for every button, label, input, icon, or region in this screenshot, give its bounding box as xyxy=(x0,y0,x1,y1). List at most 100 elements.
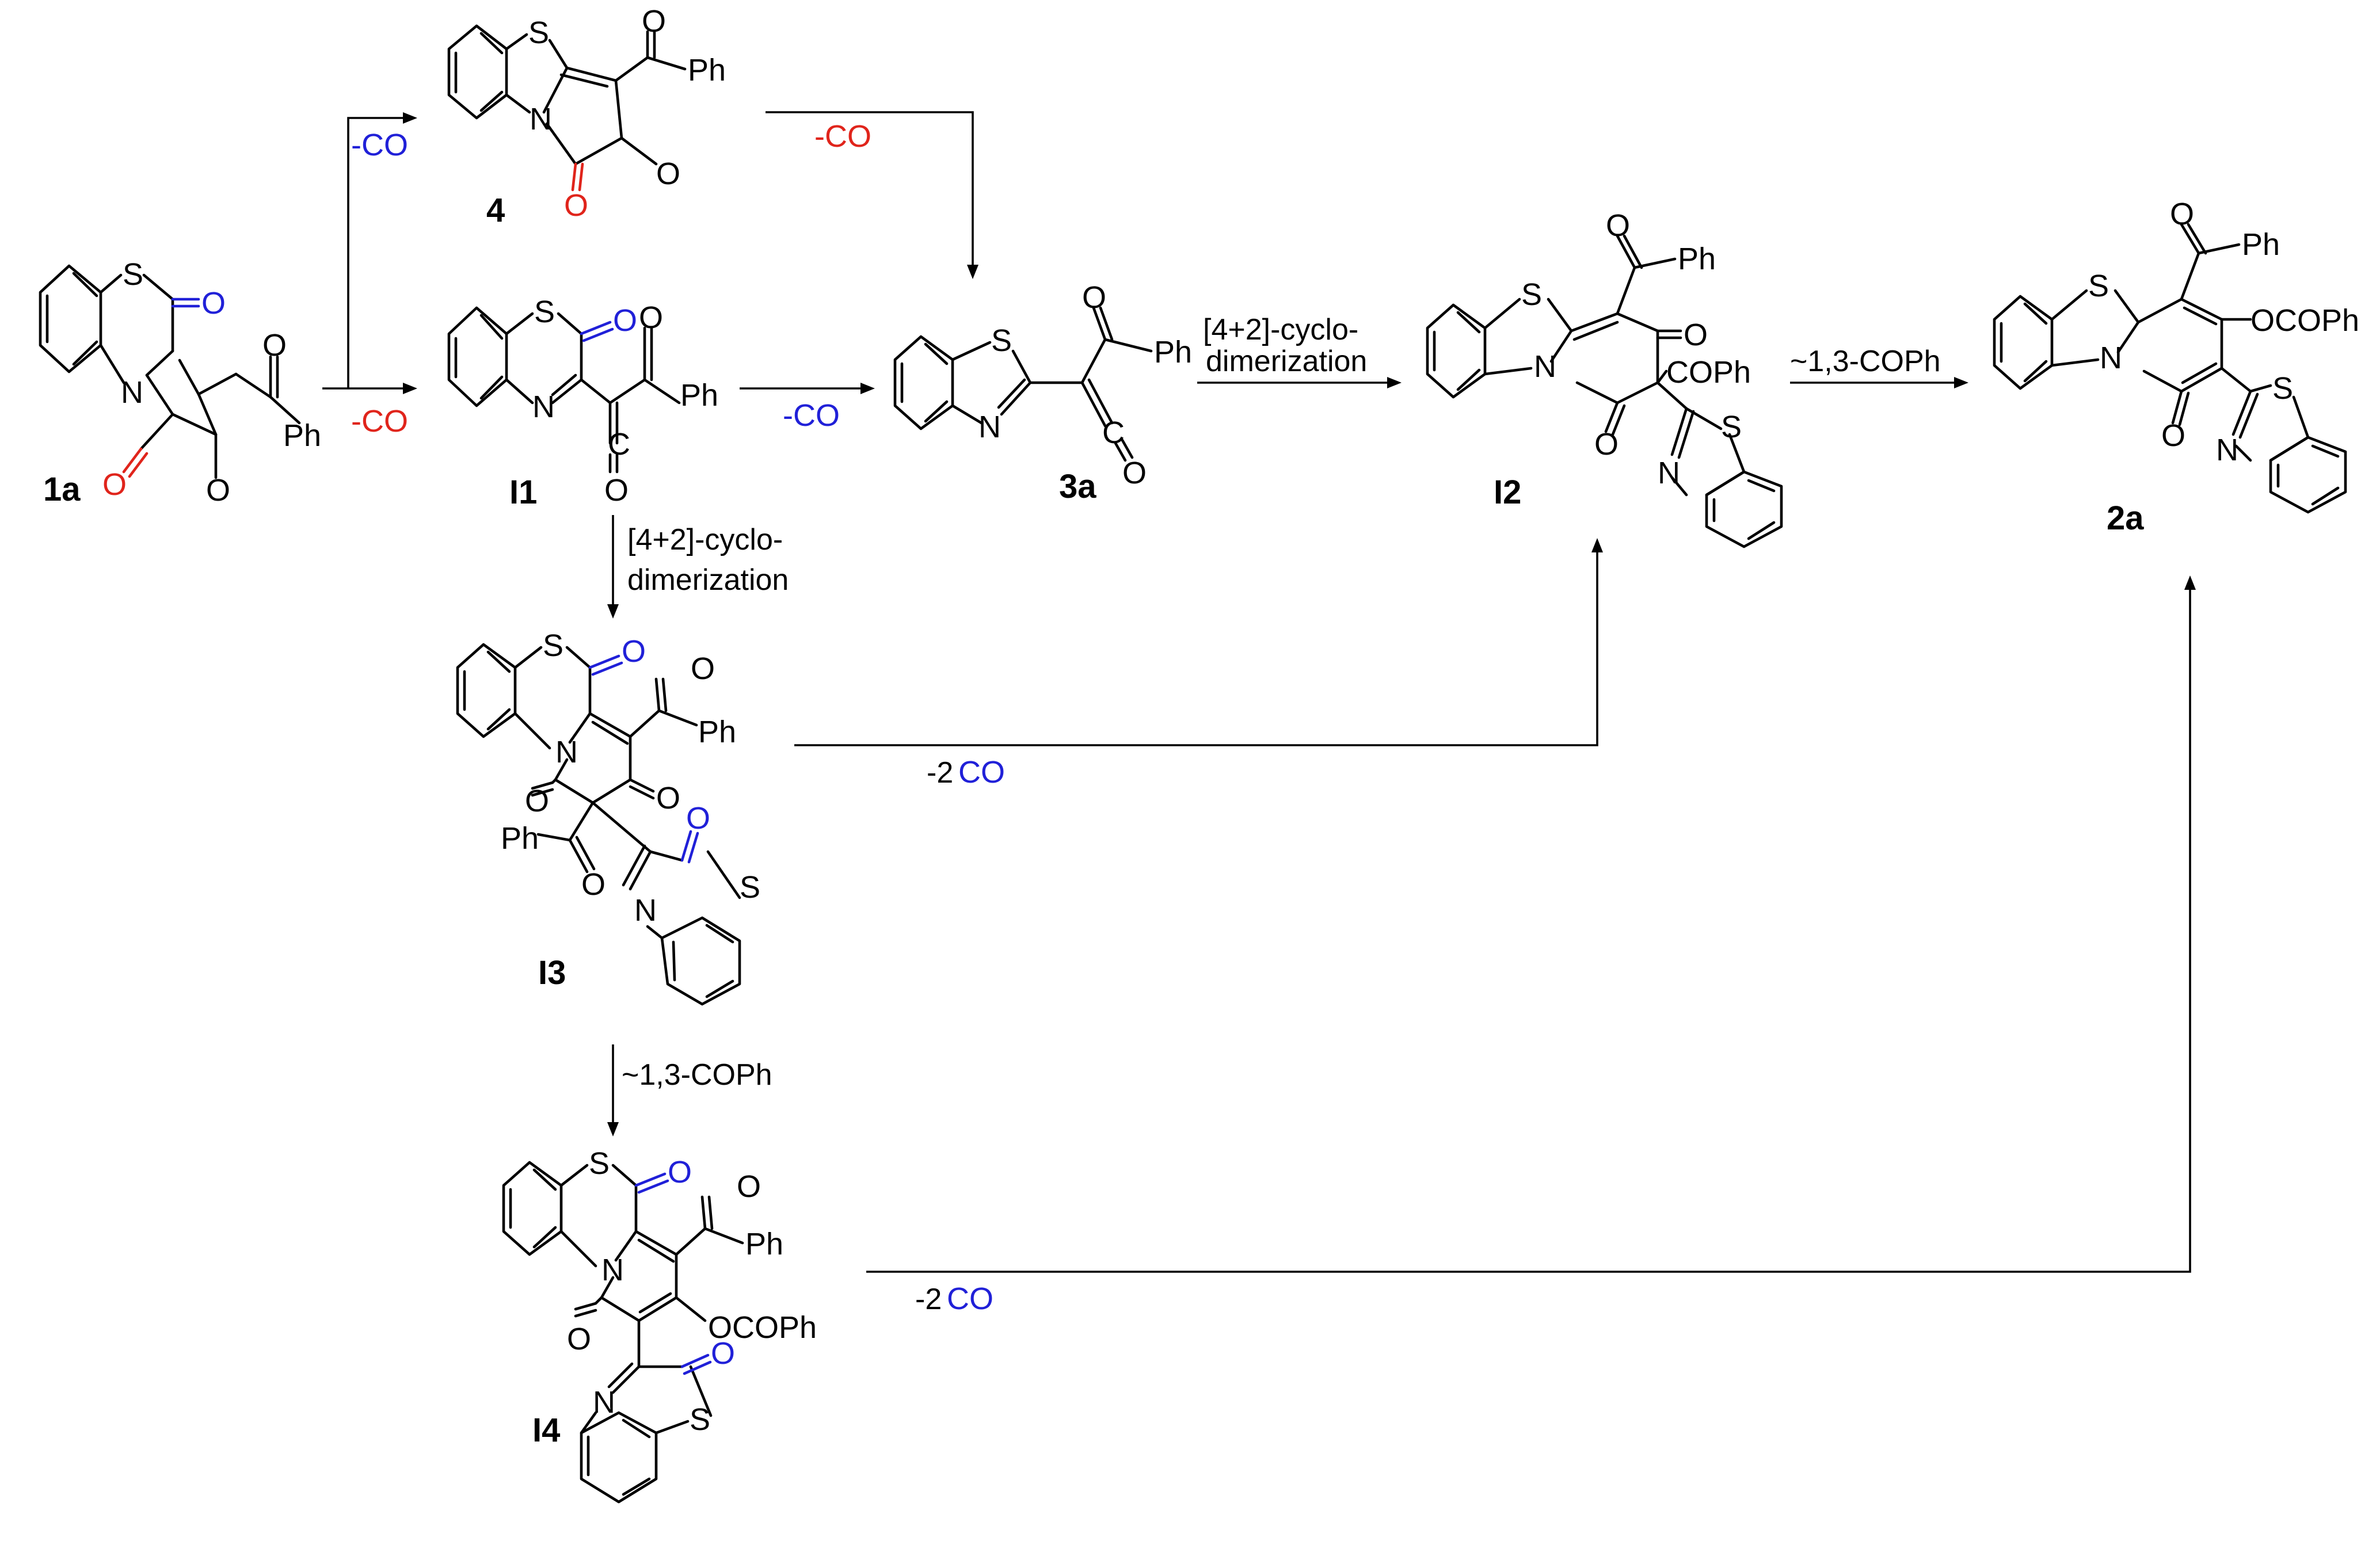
atom-o-i4-blue: O xyxy=(668,1155,692,1189)
atom-n-i4: N xyxy=(601,1253,624,1287)
atom-ph-i4: Ph xyxy=(745,1227,783,1261)
atom-n-2a-btz: N xyxy=(2216,433,2238,467)
atom-o-i4-benzoyl: O xyxy=(737,1169,761,1204)
condition-minus-co-to-i1: -CO xyxy=(351,404,408,438)
atom-o-i3-benzoyl: O xyxy=(691,651,715,686)
arrowhead-2a-from-i4 xyxy=(2184,575,2196,590)
label-2a: 2a xyxy=(2107,499,2144,537)
atom-o-i1-blue: O xyxy=(613,303,637,338)
condition-minus-co-to-4: -CO xyxy=(351,128,408,162)
atom-ph-i2: Ph xyxy=(1678,242,1716,276)
atom-o-1a-red: O xyxy=(102,467,127,502)
atom-ph-2a: Ph xyxy=(2242,227,2280,262)
compound-1a-structure: S O N O O O Ph 1a xyxy=(39,257,321,508)
atom-ocoph-2a: OCOPh xyxy=(2250,303,2359,338)
condition-cyclo-3a-line1: [4+2]-cyclo- xyxy=(1203,313,1358,346)
arrow-i3-to-i2 xyxy=(794,552,1598,746)
atom-n-4: N xyxy=(530,102,552,136)
condition-shift-i3-to-i4: ~1,3-COPh xyxy=(622,1058,772,1092)
condition-minus-co-4-to-3a: -CO xyxy=(814,119,871,154)
atom-n-i1: N xyxy=(532,390,555,424)
atom-ph-3a: Ph xyxy=(1154,335,1192,369)
compound-2a-structure: S N O O Ph OCOPh S N 2a xyxy=(1993,197,2359,537)
atom-o-3a-benzoyl: O xyxy=(1082,280,1106,315)
atom-c-ketene-i1: C xyxy=(608,427,630,462)
condition-cyclo-i1-line1: [4+2]-cyclo- xyxy=(627,523,783,556)
atom-s-1a: S xyxy=(123,257,143,292)
atom-o-i4-blue2: O xyxy=(711,1336,735,1371)
atom-n-1a: N xyxy=(121,375,143,410)
atom-s-4: S xyxy=(528,16,549,50)
arrowhead-2a xyxy=(1954,377,1968,388)
arrow-4-to-3a xyxy=(766,111,974,265)
compound-i3-structure: S O N O O O Ph Ph O O S N I3 xyxy=(456,628,760,1006)
label-i2: I2 xyxy=(1494,474,1521,511)
atom-o-i2-lactam: O xyxy=(1594,427,1619,462)
atom-o-ketene-3a: O xyxy=(1122,456,1147,490)
arrows xyxy=(322,111,2196,1273)
atom-n-i2: N xyxy=(1534,349,1556,384)
atom-o-i3-benzoyl2: O xyxy=(581,867,606,902)
arrowhead-i2 xyxy=(1387,377,1402,388)
atom-o-4-benzoyl: O xyxy=(642,4,666,39)
arrowhead-i3 xyxy=(607,604,619,619)
atom-o-i3-blue2: O xyxy=(686,801,710,836)
label-1a: 1a xyxy=(43,471,81,508)
atom-ph-1a: Ph xyxy=(283,418,321,453)
atom-n-i2-btz: N xyxy=(1658,456,1680,490)
atom-s-2a: S xyxy=(2088,269,2109,303)
condition-cyclo-i1-line2: dimerization xyxy=(627,563,789,597)
atom-o-i2-ketone: O xyxy=(1684,318,1708,352)
atom-n-3a: N xyxy=(978,410,1001,444)
atom-s-i2: S xyxy=(1521,277,1542,312)
atom-ph-i1: Ph xyxy=(680,378,718,413)
label-i4: I4 xyxy=(532,1412,560,1449)
atom-s-i4-lower: S xyxy=(690,1402,710,1437)
atom-s-3a: S xyxy=(991,323,1012,358)
compound-4-structure: S N O O O Ph 4 xyxy=(447,4,726,229)
atom-o-1a-blue: O xyxy=(201,286,226,321)
condition-minus-2co-i3-co: CO xyxy=(958,755,1005,790)
atom-o-2a-lactam: O xyxy=(2161,418,2185,453)
arrowhead-i2-from-i3 xyxy=(1591,538,1603,552)
arrow-i4-to-2a xyxy=(866,590,2191,1273)
atom-ocoph-i4: OCOPh xyxy=(708,1310,817,1345)
condition-minus-co-i1-to-3a: -CO xyxy=(783,398,840,433)
atom-o-i3-ketone: O xyxy=(656,781,680,815)
arrowhead-i1 xyxy=(403,383,417,394)
label-3a: 3a xyxy=(1059,468,1096,505)
atom-coph-i2: COPh xyxy=(1666,355,1751,390)
atom-ph-i3: Ph xyxy=(698,715,736,749)
atom-s-i1: S xyxy=(534,295,555,329)
atom-o-i2-benzoyl: O xyxy=(1606,208,1630,243)
arrowhead-i4 xyxy=(607,1122,619,1137)
condition-shift-i2-to-2a: ~1,3-COPh xyxy=(1790,345,1941,378)
atom-o-i3-blue: O xyxy=(622,634,646,669)
label-i3: I3 xyxy=(538,954,566,991)
atom-c-ketene-3a: C xyxy=(1102,415,1125,450)
atom-o-4-ketone: O xyxy=(656,157,680,191)
compound-i4-structure: S O N O O Ph OCOPh O N S I4 xyxy=(502,1146,817,1504)
atom-ph-i3-left: Ph xyxy=(501,821,539,856)
atom-n-2a: N xyxy=(2100,341,2122,375)
condition-minus-2co-i4-co: CO xyxy=(947,1282,993,1316)
atom-o-1a-benzoyl: O xyxy=(262,328,287,363)
atom-n-i3-lower: N xyxy=(634,893,657,928)
atom-s-i4: S xyxy=(589,1146,610,1181)
arrowhead-3a-from-i1 xyxy=(860,383,875,394)
label-i1: I1 xyxy=(509,474,537,511)
compound-3a-structure: S N O Ph C O 3a xyxy=(893,280,1192,505)
atom-n-i4-lower: N xyxy=(593,1385,615,1420)
atom-o-i3-lactam: O xyxy=(525,784,549,818)
condition-minus-2co-i4-prefix: -2 xyxy=(915,1283,942,1316)
atom-ph-4: Ph xyxy=(688,53,726,87)
arrowhead-3a-from-4 xyxy=(967,265,978,279)
arrowhead-4 xyxy=(403,112,417,124)
label-4: 4 xyxy=(486,192,505,229)
atom-s-i3-lower: S xyxy=(740,870,760,905)
arrow-1a-to-4 xyxy=(347,117,403,388)
atom-o-i4-lactam: O xyxy=(567,1322,591,1356)
atom-o-2a-benzoyl: O xyxy=(2170,197,2194,231)
condition-cyclo-3a-line2: dimerization xyxy=(1206,345,1367,378)
